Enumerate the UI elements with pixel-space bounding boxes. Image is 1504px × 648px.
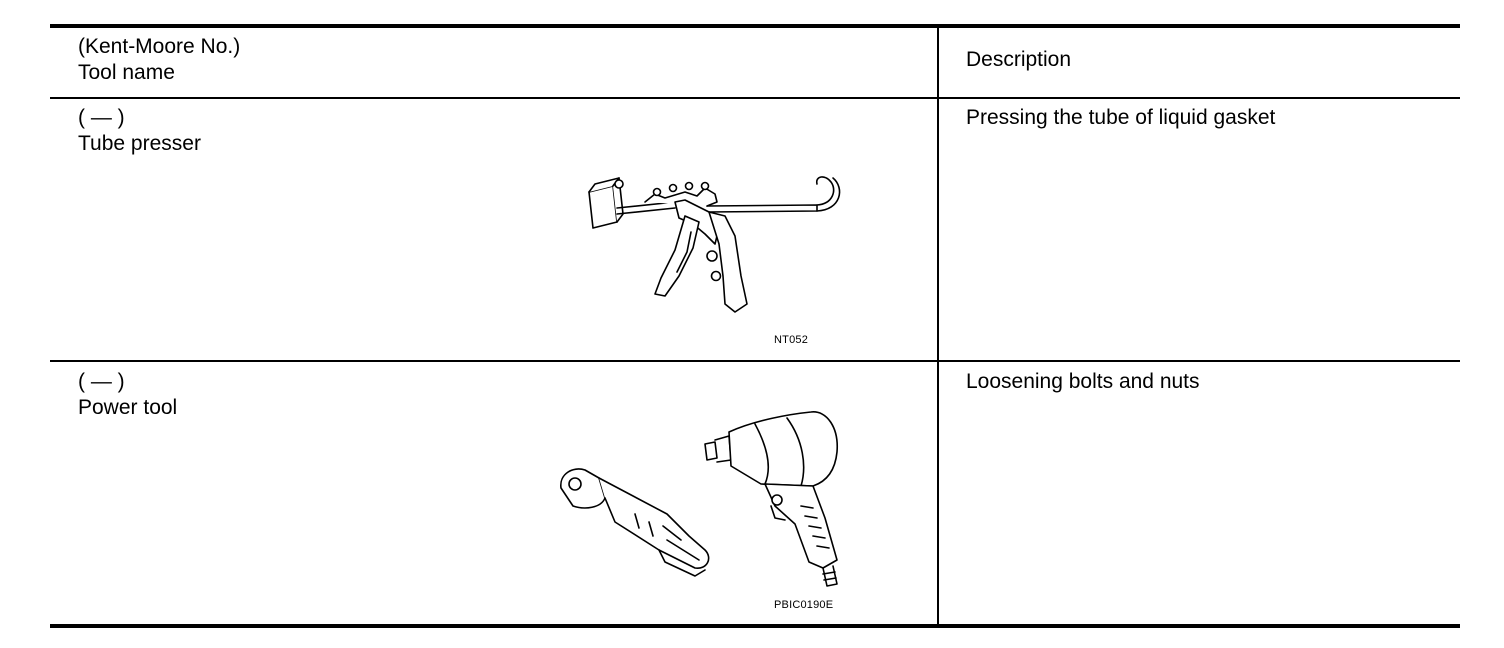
header-description-column: Description <box>966 47 1071 73</box>
power-tool-illustration <box>555 410 855 590</box>
header-tool-column: (Kent-Moore No.) Tool name <box>78 34 240 86</box>
header-description-label: Description <box>966 48 1072 71</box>
header-kent-moore-label: (Kent-Moore No.) <box>78 35 241 58</box>
header-separator <box>50 97 1460 99</box>
kent-moore-number: ( — ) <box>78 106 125 129</box>
tool-name: Tube presser <box>78 132 201 155</box>
kent-moore-number: ( — ) <box>78 370 125 393</box>
special-service-tools-table: (Kent-Moore No.) Tool name Description (… <box>50 24 1460 628</box>
table-top-rule <box>50 24 1460 28</box>
table-row-power-tool: ( — ) Power tool <box>78 369 177 421</box>
description-text: Pressing the tube of liquid gasket <box>966 106 1276 129</box>
table-bottom-rule <box>50 624 1460 628</box>
tube-presser-illustration <box>585 172 845 332</box>
table-row-tube-presser-tool: ( — ) Tube presser <box>78 105 201 157</box>
header-tool-name-label: Tool name <box>78 61 175 84</box>
figure-id-label: NT052 <box>774 334 809 346</box>
row-separator <box>50 360 1460 362</box>
figure-id-label: PBIC0190E <box>774 599 834 611</box>
column-divider <box>937 28 939 624</box>
description-cell: Pressing the tube of liquid gasket <box>966 105 1275 131</box>
tool-name: Power tool <box>78 396 178 419</box>
description-cell: Loosening bolts and nuts <box>966 369 1200 395</box>
description-text: Loosening bolts and nuts <box>966 370 1200 393</box>
